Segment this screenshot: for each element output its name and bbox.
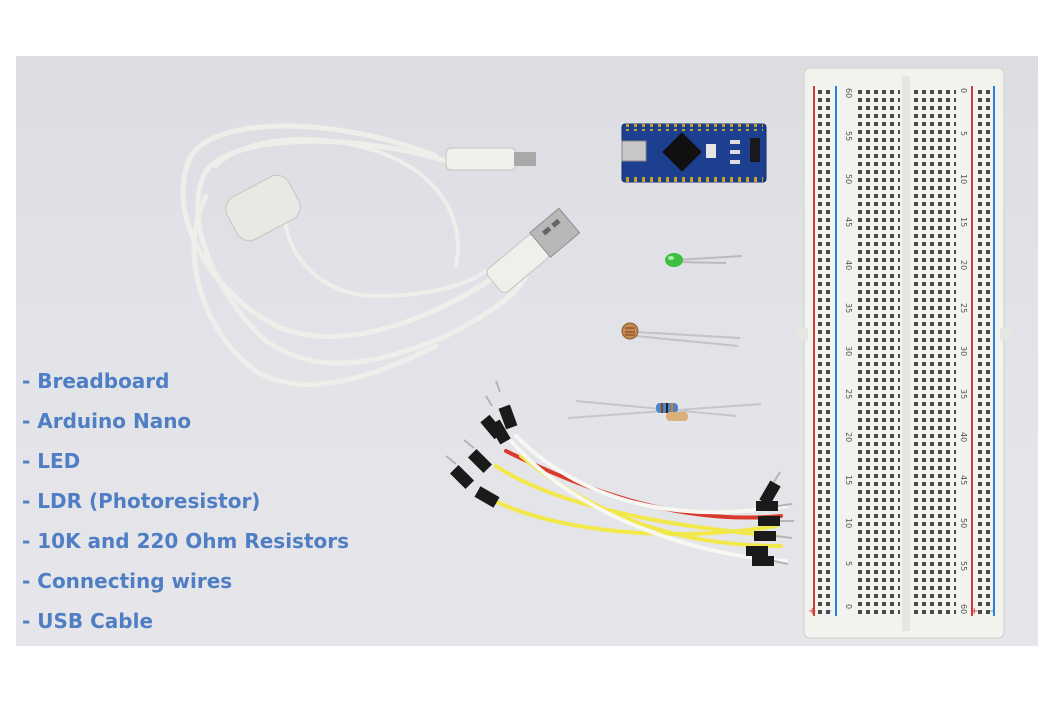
led	[665, 253, 743, 267]
column-number-left-50: 50	[844, 174, 853, 184]
jumper-pin-tips	[445, 380, 794, 565]
column-number-left-15: 15	[844, 475, 853, 485]
rail-plus-sign: +	[808, 606, 816, 617]
rail-minus-sign-right: -	[990, 606, 994, 617]
column-number-right-30: 30	[959, 346, 968, 356]
column-number-left-60: 60	[844, 88, 853, 98]
mini-usb-plug	[445, 147, 536, 171]
parts-list-item-led: - LED	[22, 449, 81, 473]
cable-ferrite	[225, 174, 301, 242]
parts-list: - Breadboard - Arduino Nano - LED - LDR …	[22, 368, 349, 646]
column-number-left-35: 35	[844, 303, 853, 313]
parts-list-item-breadboard: - Breadboard	[22, 369, 170, 393]
usb-cable	[180, 123, 529, 388]
column-number-left-5: 5	[844, 561, 853, 566]
column-number-right-50: 50	[959, 518, 968, 528]
column-number-left-45: 45	[844, 217, 853, 227]
jumper-wires	[484, 434, 788, 563]
column-number-left-55: 55	[844, 131, 853, 141]
column-number-right-45: 45	[959, 475, 968, 485]
column-number-right-40: 40	[959, 432, 968, 442]
parts-list-item-connecting-wires: - Connecting wires	[22, 569, 233, 593]
column-number-left-0: 0	[844, 604, 853, 609]
column-number-left-20: 20	[844, 432, 853, 442]
resistors	[567, 400, 762, 421]
column-number-right-10: 10	[959, 174, 968, 184]
column-number-left-40: 40	[844, 260, 853, 270]
column-number-right-0: 0	[959, 88, 968, 93]
parts-list-item-usb-cable: - USB Cable	[22, 609, 154, 633]
column-number-right-20: 20	[959, 260, 968, 270]
column-number-right-35: 35	[959, 389, 968, 399]
jumper-pins	[449, 404, 781, 566]
column-number-right-60: 60	[959, 604, 968, 614]
rail-plus-sign-right: +	[970, 606, 978, 617]
column-number-right-55: 55	[959, 561, 968, 571]
column-number-left-30: 30	[844, 346, 853, 356]
parts-list-item-ldr: - LDR (Photoresistor)	[22, 489, 261, 513]
rail-minus-sign: -	[828, 606, 832, 617]
ldr-photoresistor	[621, 322, 741, 347]
column-number-right-25: 25	[959, 303, 968, 313]
parts-list-item-resistors: - 10K and 220 Ohm Resistors	[22, 529, 350, 553]
parts-list-item-arduino-nano: - Arduino Nano	[22, 409, 192, 433]
column-number-right-5: 5	[959, 131, 968, 136]
arduino-nano-board	[621, 123, 767, 183]
column-number-left-25: 25	[844, 389, 853, 399]
breadboard-column-numbers-right: 0 5 10 15 20 25 30 35 40 45 50 55 60	[959, 88, 968, 614]
usb-a-plug	[486, 207, 581, 294]
column-number-left-10: 10	[844, 518, 853, 528]
column-number-right-15: 15	[959, 217, 968, 227]
